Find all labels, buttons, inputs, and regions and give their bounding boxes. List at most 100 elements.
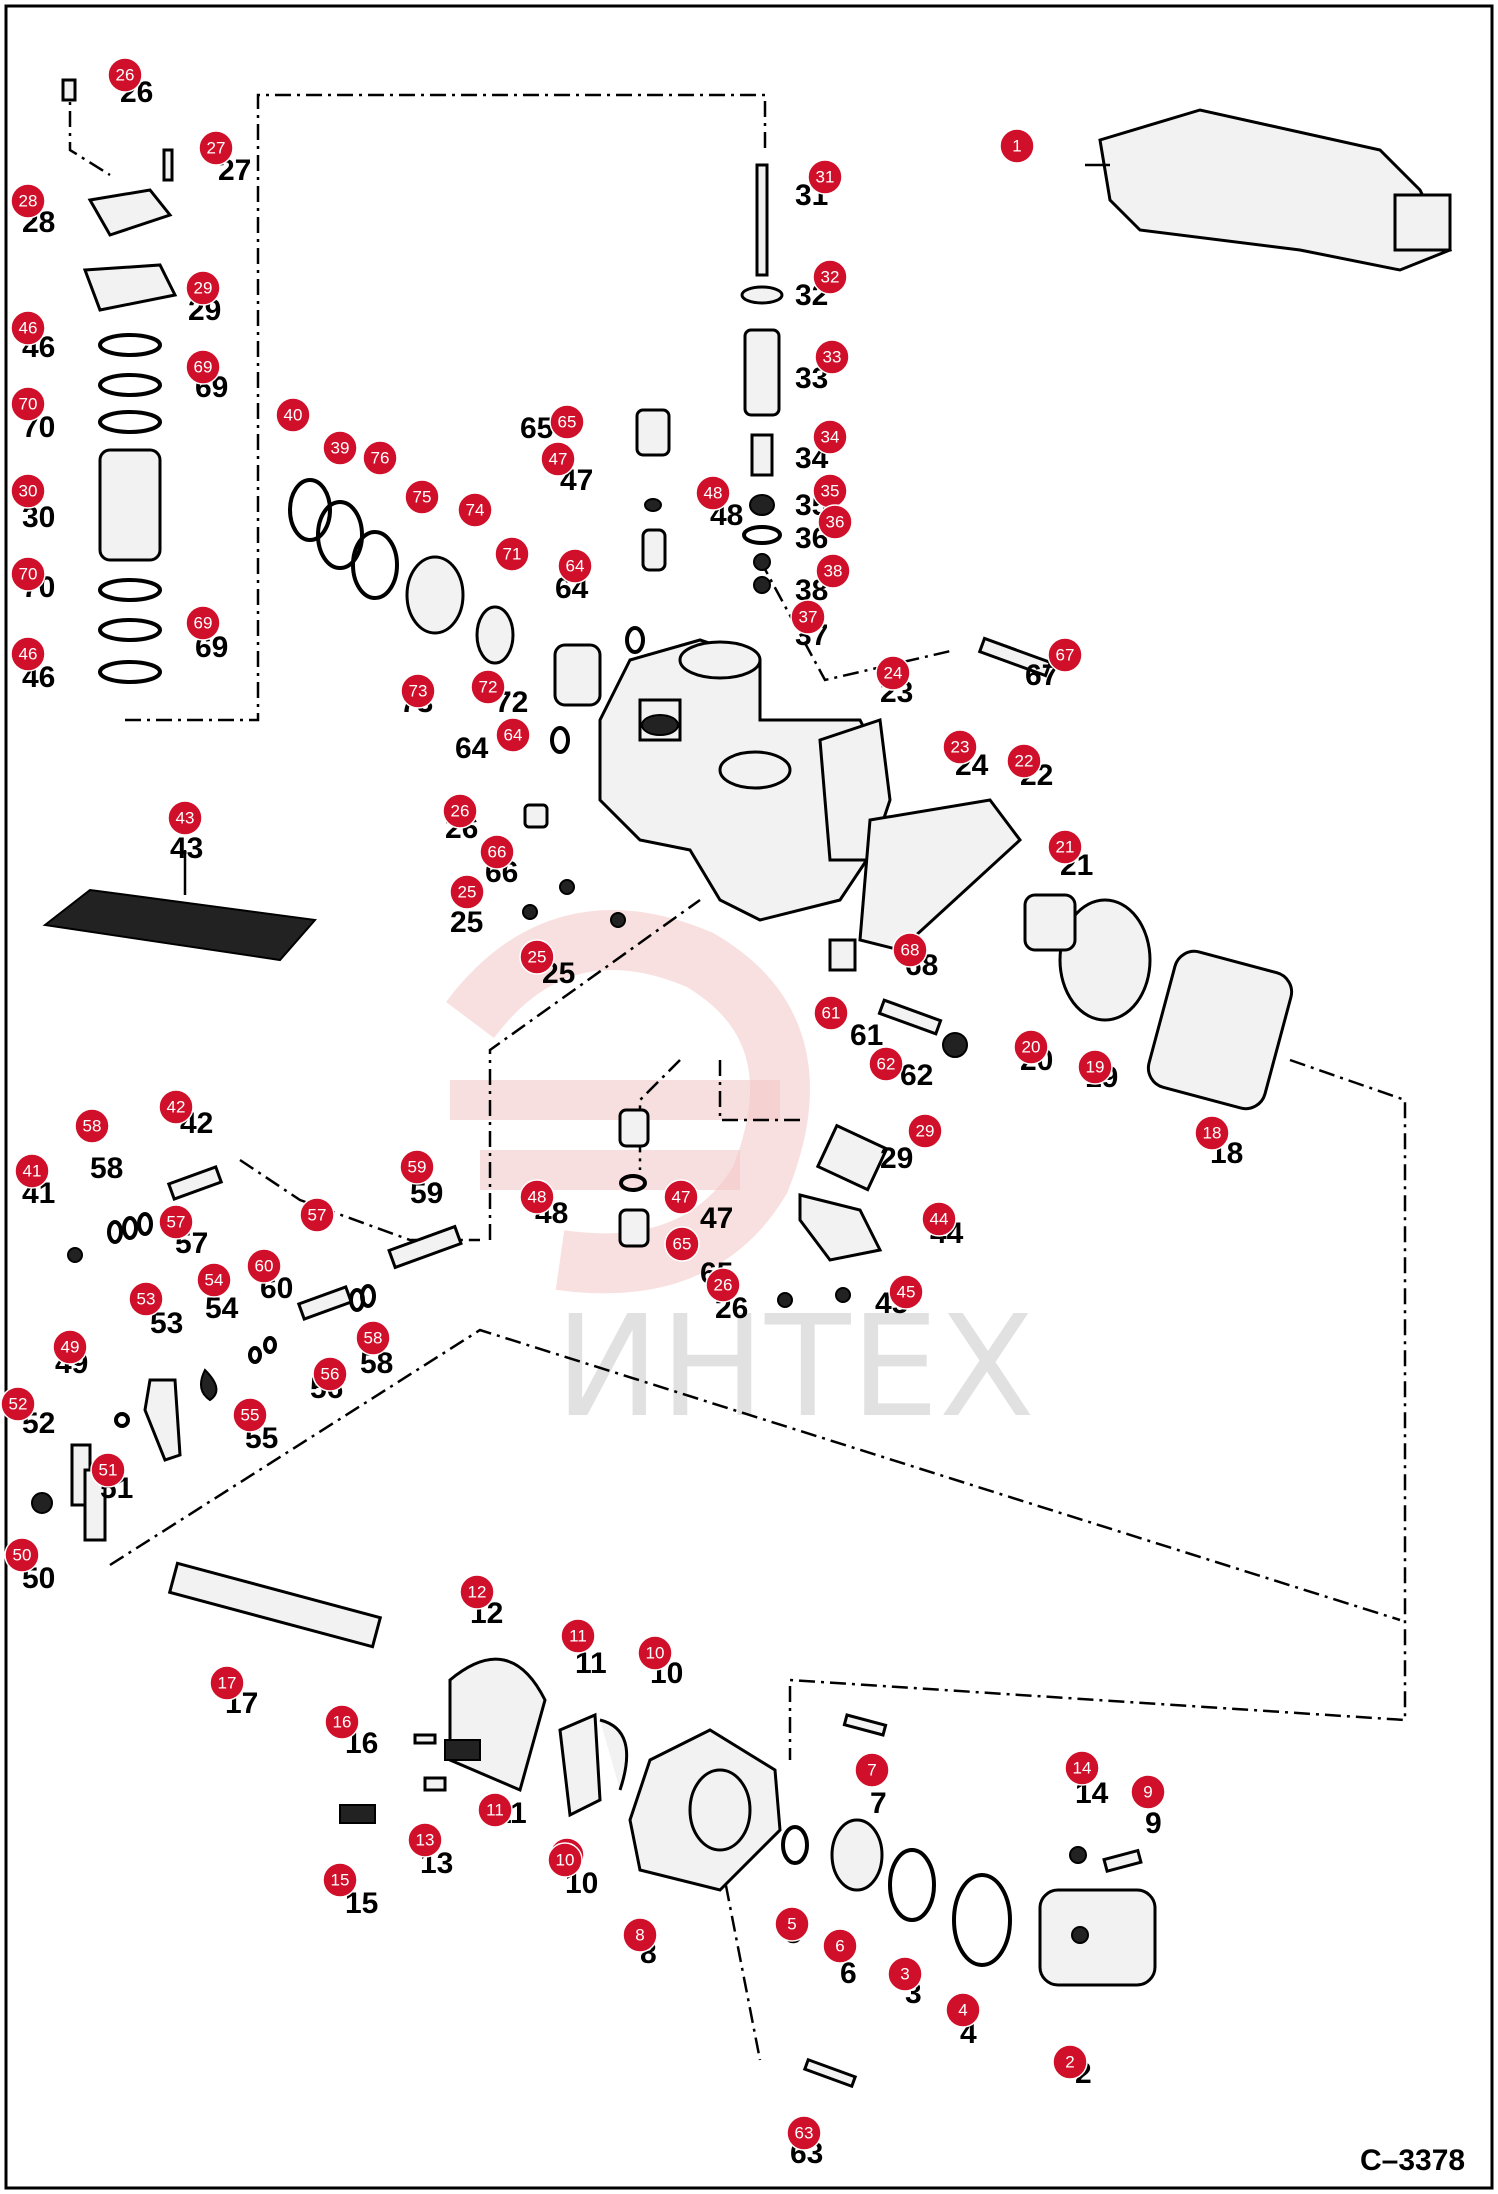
callout-label: 51 xyxy=(99,1461,118,1480)
callout-17: 17 xyxy=(209,1665,245,1701)
callout-35: 35 xyxy=(812,473,848,509)
lower-drive-group xyxy=(167,1561,1157,2089)
callout-65: 65 xyxy=(664,1226,700,1262)
callout-marker xyxy=(407,1822,443,1858)
callout-marker xyxy=(945,1992,981,2028)
callout-marker xyxy=(790,599,826,635)
callout-label: 55 xyxy=(241,1406,260,1425)
callout-40: 40 xyxy=(275,397,311,433)
callout-marker xyxy=(815,553,851,589)
callout-marker xyxy=(275,397,311,433)
callout-label: 64 xyxy=(566,557,585,576)
callout-label: 35 xyxy=(821,482,840,501)
callout-12: 12 xyxy=(459,1574,495,1610)
svg-text:29: 29 xyxy=(880,1142,913,1175)
callout-42: 42 xyxy=(158,1089,194,1125)
callout-label: 46 xyxy=(19,645,38,664)
callout-43: 43 xyxy=(167,800,203,836)
callout-36: 36 xyxy=(817,504,853,540)
callout-label: 65 xyxy=(558,413,577,432)
callout-59: 59 xyxy=(399,1149,435,1185)
small-hardware xyxy=(522,803,889,1308)
callout-marker xyxy=(892,932,928,968)
callout-62: 62 xyxy=(868,1046,904,1082)
callout-label: 73 xyxy=(409,682,428,701)
callout-13: 13 xyxy=(407,1822,443,1858)
callout-label: 57 xyxy=(167,1213,186,1232)
callout-marker xyxy=(560,1618,596,1654)
callout-marker xyxy=(999,128,1035,164)
callout-45: 45 xyxy=(888,1274,924,1310)
callout-70: 70 xyxy=(10,556,46,592)
callout-label: 70 xyxy=(19,395,38,414)
callout-24: 24 xyxy=(875,655,911,691)
callout-label: 60 xyxy=(255,1257,274,1276)
callout-label: 54 xyxy=(205,1271,224,1290)
callout-marker xyxy=(547,1842,583,1878)
callout-label: 15 xyxy=(331,1871,350,1890)
callout-marker xyxy=(322,1862,358,1898)
callout-marker xyxy=(185,270,221,306)
callout-marker xyxy=(10,310,46,346)
callout-marker xyxy=(1006,743,1042,779)
callout-marker xyxy=(854,1752,890,1788)
callout-74: 74 xyxy=(457,492,493,528)
callout-marker xyxy=(1130,1774,1166,1810)
callout-marker xyxy=(10,636,46,672)
callout-75: 75 xyxy=(404,479,440,515)
svg-text:65: 65 xyxy=(520,412,553,445)
callout-2: 2 xyxy=(1052,2044,1088,2080)
callout-50: 50 xyxy=(4,1537,40,1573)
callout-label: 2 xyxy=(1065,2053,1074,2072)
callout-label: 58 xyxy=(83,1117,102,1136)
callout-marker xyxy=(196,1262,232,1298)
callout-marker xyxy=(107,57,143,93)
callout-label: 23 xyxy=(951,738,970,757)
callout-marker xyxy=(705,1267,741,1303)
callout-31: 31 xyxy=(807,159,843,195)
callout-marker xyxy=(807,159,843,195)
callout-68: 68 xyxy=(892,932,928,968)
callout-marker xyxy=(663,1179,699,1215)
nameplate xyxy=(42,850,317,962)
callout-marker xyxy=(1194,1115,1230,1151)
callout-label: 69 xyxy=(194,614,213,633)
callout-marker xyxy=(404,479,440,515)
callout-marker xyxy=(442,793,478,829)
callout-label: 43 xyxy=(176,809,195,828)
callout-label: 9 xyxy=(1143,1783,1152,1802)
callout-label: 38 xyxy=(824,562,843,581)
callout-label: 56 xyxy=(321,1365,340,1384)
callout-25: 25 xyxy=(449,874,485,910)
callout-marker xyxy=(74,1108,110,1144)
callout-37: 37 xyxy=(790,599,826,635)
callout-label: 12 xyxy=(468,1583,487,1602)
callout-marker xyxy=(495,717,531,753)
callout-marker xyxy=(167,800,203,836)
callout-marker xyxy=(477,1792,513,1828)
callout-marker xyxy=(695,475,731,511)
callout-marker xyxy=(0,1386,36,1422)
callout-marker xyxy=(10,473,46,509)
callout-66: 66 xyxy=(479,834,515,870)
callout-57: 57 xyxy=(299,1197,335,1233)
callout-label: 47 xyxy=(549,450,568,469)
callout-72: 72 xyxy=(470,669,506,705)
callout-label: 34 xyxy=(821,428,840,447)
callout-label: 24 xyxy=(884,664,903,683)
callout-26: 26 xyxy=(442,793,478,829)
callout-71: 71 xyxy=(494,536,530,572)
callout-marker xyxy=(907,1113,943,1149)
callout-marker xyxy=(1047,829,1083,865)
seal-rings xyxy=(288,478,645,754)
drawing-code: C–3378 xyxy=(1360,2144,1465,2177)
callout-marker xyxy=(1013,1029,1049,1065)
callout-47: 47 xyxy=(540,441,576,477)
callout-15: 15 xyxy=(322,1862,358,1898)
watermark-text: ИНТЕХ xyxy=(555,1286,1035,1449)
callout-70: 70 xyxy=(10,386,46,422)
callout-label: 69 xyxy=(194,358,213,377)
spool-parts xyxy=(67,1165,463,1364)
callout-label: 14 xyxy=(1073,1759,1092,1778)
callout-label: 49 xyxy=(61,1338,80,1357)
